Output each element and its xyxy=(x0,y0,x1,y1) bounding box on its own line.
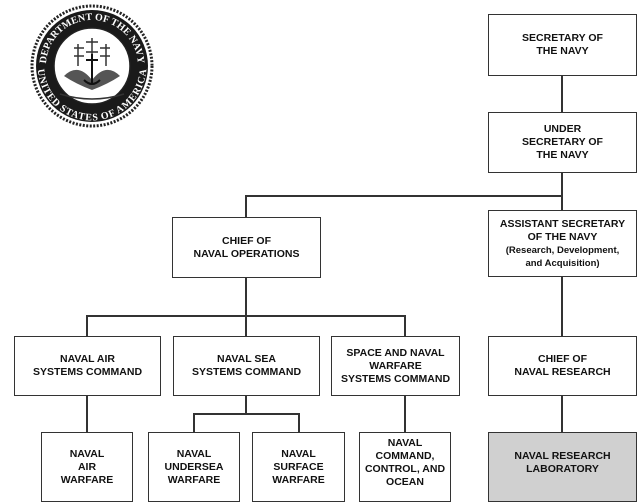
box-line: OCEAN xyxy=(386,476,424,488)
box-line: WARFARE xyxy=(272,474,325,486)
box-line: COMMAND, xyxy=(375,450,435,462)
box-line: NAVAL RESEARCH xyxy=(514,366,611,378)
connector xyxy=(193,413,195,432)
box-line: SURFACE xyxy=(273,461,324,473)
chief-of-naval-research-box: CHIEF OF NAVAL RESEARCH xyxy=(488,336,637,396)
naval-air-warfare-center-box: NAVAL AIR WARFARE xyxy=(41,432,133,502)
box-line: NAVAL xyxy=(69,448,105,460)
connector xyxy=(86,395,88,432)
box-line: ASSISTANT SECRETARY xyxy=(499,217,626,230)
box-line: NAVAL RESEARCH xyxy=(514,450,611,462)
naval-surface-warfare-center-box: NAVAL SURFACE WARFARE xyxy=(252,432,345,502)
connector xyxy=(246,195,562,197)
connector xyxy=(245,395,247,414)
box-line: WARFARE xyxy=(369,359,422,372)
box-line: SYSTEMS COMMAND xyxy=(32,366,143,378)
connector xyxy=(245,277,247,316)
box-line: NAVAL SEA xyxy=(217,353,276,365)
under-secretary-box: UNDER SECRETARY OF THE NAVY xyxy=(488,112,637,173)
naval-undersea-warfare-center-box: NAVAL UNDERSEA WARFARE xyxy=(148,432,240,502)
box-line: WARFARE xyxy=(167,474,221,486)
space-naval-warfare-systems-command-box: SPACE AND NAVAL WARFARE SYSTEMS COMMAND xyxy=(331,336,460,396)
connector xyxy=(404,395,406,432)
box-line: CHIEF OF xyxy=(222,234,271,247)
connector xyxy=(245,195,247,217)
box-line: (Research, Development, xyxy=(505,244,620,256)
naval-research-laboratory-box: NAVAL RESEARCH LABORATORY xyxy=(488,432,637,502)
box-line: SYSTEMS COMMAND xyxy=(340,372,451,385)
box-line: SYSTEMS COMMAND xyxy=(191,366,302,378)
connector xyxy=(561,276,563,336)
box-line: NAVAL xyxy=(281,448,316,460)
box-line: WARFARE xyxy=(60,474,114,486)
assistant-secretary-box: ASSISTANT SECRETARY OF THE NAVY (Researc… xyxy=(488,210,637,277)
connector xyxy=(561,172,563,210)
box-line: NAVAL AIR xyxy=(59,353,116,365)
box-line: OF THE NAVY xyxy=(527,230,598,243)
box-line: and Acquisition) xyxy=(525,257,600,269)
box-line: UNDER xyxy=(543,123,582,135)
box-line: CONTROL, AND xyxy=(364,463,446,475)
connector xyxy=(404,315,406,336)
box-line: NAVAL xyxy=(176,448,212,460)
department-of-the-navy-seal: DEPARTMENT OF THE NAVY UNITED STATES OF … xyxy=(30,4,154,133)
box-line: SECRETARY OF xyxy=(522,136,603,148)
connector xyxy=(193,413,299,415)
box-line: UNDERSEA xyxy=(164,461,224,473)
box-line: SECRETARY OF xyxy=(522,32,603,44)
box-line: NAVAL OPERATIONS xyxy=(193,247,300,260)
box-line: NAVAL xyxy=(387,437,423,449)
connector xyxy=(561,395,563,432)
connector xyxy=(245,315,247,336)
naval-air-systems-command-box: NAVAL AIR SYSTEMS COMMAND xyxy=(14,336,161,396)
box-line: THE NAVY xyxy=(536,45,589,57)
secretary-of-the-navy-box: SECRETARY OF THE NAVY xyxy=(488,14,637,76)
connector xyxy=(86,315,88,336)
box-line: AIR xyxy=(77,461,97,473)
connector xyxy=(561,75,563,112)
box-line: THE NAVY xyxy=(536,149,589,161)
chief-of-naval-operations-box: CHIEF OF NAVAL OPERATIONS xyxy=(172,217,321,278)
naval-sea-systems-command-box: NAVAL SEA SYSTEMS COMMAND xyxy=(173,336,320,396)
box-line: CHIEF OF xyxy=(538,353,587,365)
box-line: SPACE AND NAVAL xyxy=(346,346,445,359)
box-line: LABORATORY xyxy=(526,463,599,475)
connector xyxy=(298,413,300,432)
naval-command-control-ocean-box: NAVAL COMMAND, CONTROL, AND OCEAN xyxy=(359,432,451,502)
